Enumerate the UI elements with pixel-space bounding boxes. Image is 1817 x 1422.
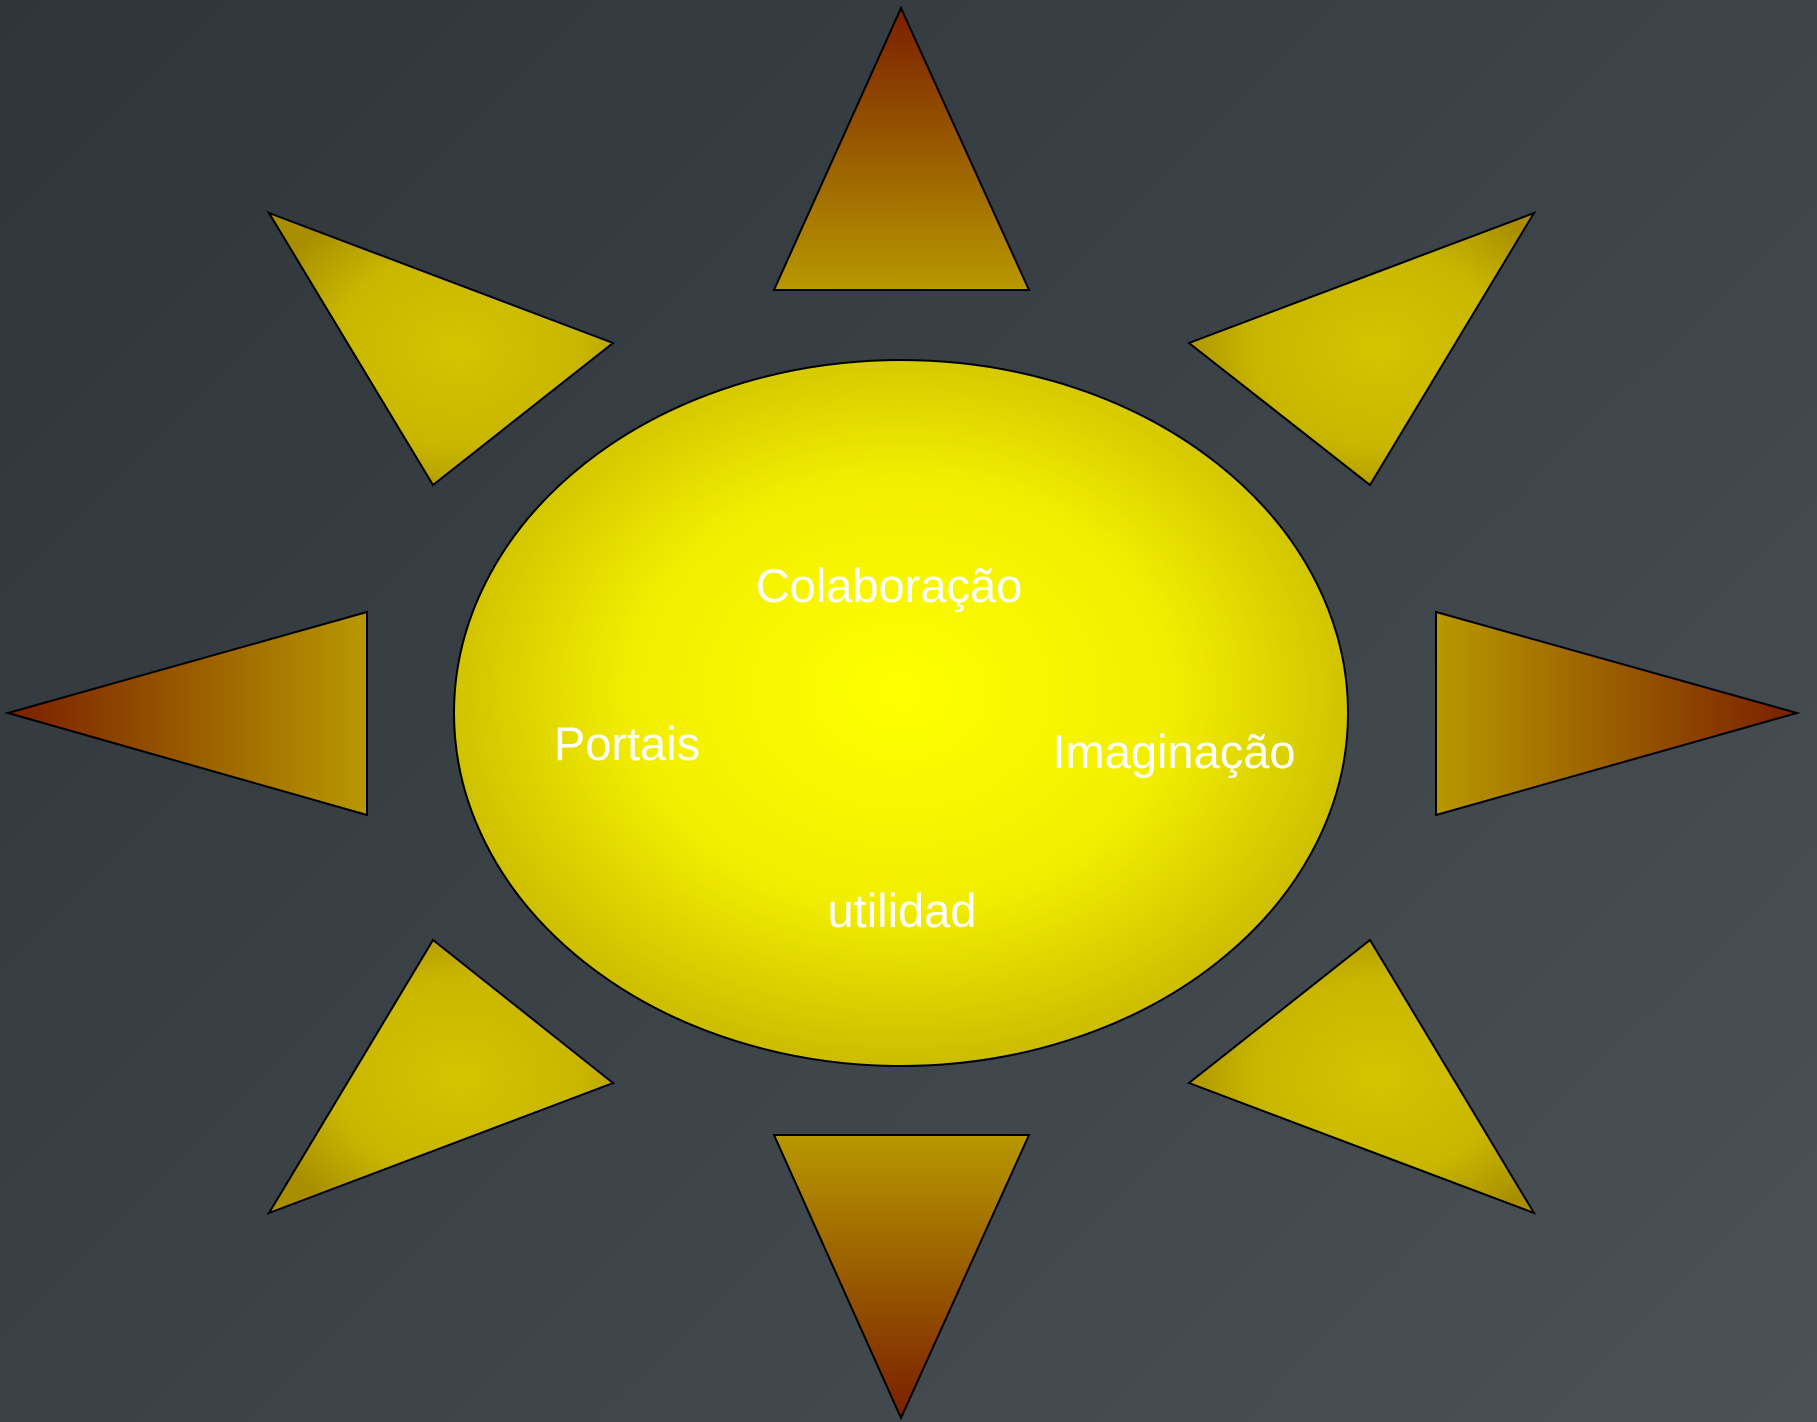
sun-core: [454, 360, 1348, 1066]
label-utilidad: utilidad: [828, 884, 977, 937]
ray-right: [1436, 612, 1797, 815]
label-colaboracao: Colaboração: [756, 559, 1023, 612]
ray-top-left: [269, 213, 613, 485]
ray-top-right: [1189, 213, 1534, 485]
label-imaginacao: Imaginação: [1053, 725, 1296, 778]
ray-bottom-left: [269, 940, 613, 1213]
label-portais: Portais: [554, 717, 700, 770]
ray-bottom: [774, 1135, 1029, 1418]
ray-top: [774, 8, 1029, 290]
ray-bottom-right: [1189, 940, 1534, 1213]
ray-left: [8, 612, 367, 815]
